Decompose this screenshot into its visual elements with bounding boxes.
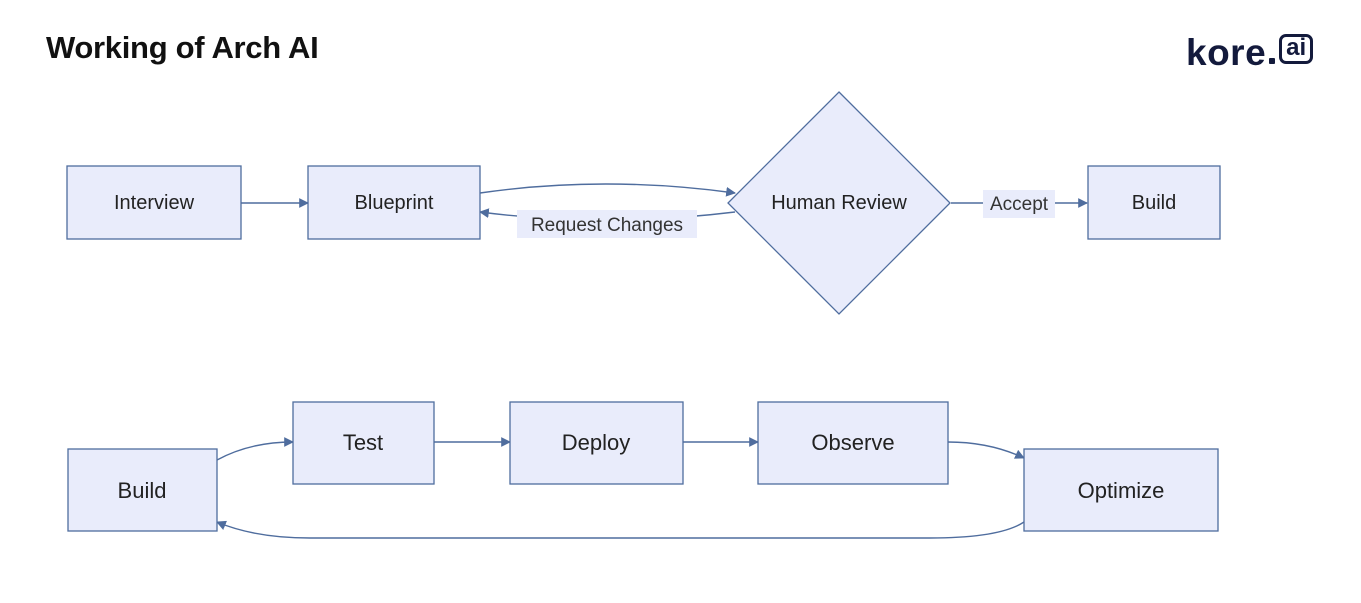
edge-optimize-build [216, 520, 1025, 539]
node-interview-label: Interview [114, 192, 195, 214]
page-title: Working of Arch AI [46, 30, 319, 65]
node-blueprint: Blueprint [307, 165, 481, 240]
edge-label-request-changes: Request Changes [531, 215, 683, 236]
edge-observe-optimize [947, 441, 1025, 459]
node-blueprint-label: Blueprint [355, 192, 434, 214]
node-observe-label: Observe [811, 430, 894, 455]
logo-badge: ai [1279, 34, 1314, 64]
node-human-review-label: Human Review [771, 192, 907, 214]
node-interview: Interview [66, 165, 242, 240]
node-observe: Observe [757, 401, 949, 485]
edge-label-accept: Accept [990, 194, 1049, 215]
node-test-label: Test [343, 430, 383, 455]
edge-blueprint-review [479, 183, 736, 197]
node-deploy: Deploy [509, 401, 684, 485]
node-human-review: Human Review [727, 91, 951, 315]
node-test: Test [292, 401, 435, 485]
node-build-1-label: Build [1132, 192, 1176, 214]
logo-dot [1269, 58, 1276, 64]
node-build-2: Build [67, 448, 218, 532]
edge-label-bg-request-changes [517, 210, 697, 238]
kore-ai-logo: kore ai [1186, 31, 1314, 73]
flow-2: Build Test Deploy Observe Optimize [67, 401, 1219, 539]
node-optimize: Optimize [1023, 448, 1219, 532]
node-optimize-label: Optimize [1078, 478, 1165, 503]
edge-build-test [216, 437, 294, 461]
node-deploy-label: Deploy [562, 430, 630, 455]
flow-1: Request Changes Accept Interview Bluepri… [66, 91, 1221, 315]
logo-wordmark: kore [1186, 31, 1267, 73]
edge-label-bg-accept [983, 190, 1055, 218]
node-build-2-label: Build [118, 478, 167, 503]
node-build-1: Build [1087, 165, 1221, 240]
